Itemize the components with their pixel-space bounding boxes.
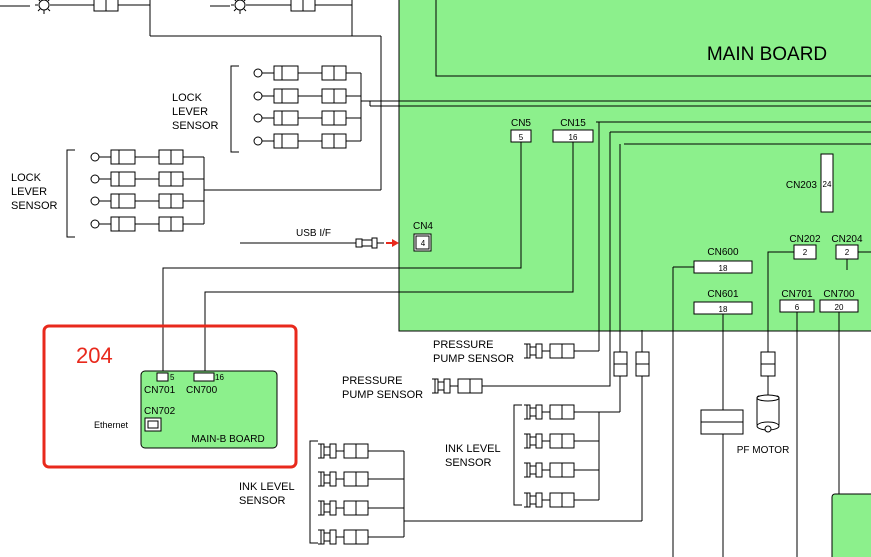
- relay-connectors: [613, 144, 650, 521]
- lock-lever-sensor-group-upper: LOCK LEVER SENSOR: [172, 65, 370, 153]
- cn15-pins: 16: [569, 133, 578, 142]
- main-b-cn701-label: CN701: [144, 385, 176, 396]
- main-b-callout-number: 204: [76, 343, 113, 368]
- pressure-label-lower: PRESSURE PUMP SENSOR: [342, 375, 423, 401]
- main-b-board-title: MAIN-B BOARD: [191, 434, 264, 445]
- cn600-pins: 18: [719, 264, 728, 273]
- pressure-label-upper: PRESSURE PUMP SENSOR: [433, 339, 514, 365]
- sensor-connector-row: [318, 500, 404, 516]
- cn203-pins: 24: [823, 180, 832, 189]
- cn15-label: CN15: [560, 118, 586, 129]
- main-b-cn700-pins: 16: [215, 373, 224, 382]
- cn203-label: CN203: [786, 180, 818, 191]
- ink-level-sensor-group-left: INK LEVEL SENSOR: [239, 440, 642, 545]
- lock-lever-sensor-row: [90, 149, 204, 165]
- top-sensors: [0, 0, 382, 190]
- sensor-connector-row: [524, 404, 599, 420]
- cn600-label: CN600: [707, 247, 739, 258]
- cn4-label: CN4: [413, 221, 433, 232]
- usb-arrow-head: [392, 239, 399, 247]
- sensor-connector-row: [318, 529, 404, 545]
- pressure-pump-sensor-upper: PRESSURE PUMP SENSOR: [433, 121, 600, 365]
- sensor-connector-row: [318, 471, 404, 487]
- lock-lever-sensor-row: [253, 65, 361, 81]
- partial-board-bottom-right: [831, 493, 871, 557]
- cn4-pins: 4: [421, 239, 426, 248]
- ink-level-label-right: INK LEVEL SENSOR: [445, 443, 503, 469]
- main-board-body: [398, 0, 871, 332]
- lock-lever-sensor-row: [90, 216, 204, 232]
- sensor-connector-row: [318, 443, 404, 459]
- lock-lever-sensor-label-upper: LOCK LEVER SENSOR: [172, 92, 219, 132]
- main-b-cn700-label: CN700: [186, 385, 218, 396]
- cn701-label: CN701: [781, 289, 813, 300]
- lock-lever-sensor-group-lower: LOCK LEVER SENSOR: [11, 149, 381, 238]
- main-board-internal-wires: [369, 100, 871, 145]
- cn202-connector: CN202 2: [789, 234, 821, 260]
- cn601-pins: 18: [719, 305, 728, 314]
- usb-label: USB I/F: [296, 228, 331, 239]
- right-side-wiring: PF MOTOR: [672, 251, 871, 557]
- ink-level-sensor-group-right: INK LEVEL SENSOR: [445, 404, 620, 508]
- main-b-callout-frame: [42, 324, 298, 469]
- ethernet-port-icon: [144, 417, 162, 432]
- cn5-connector: CN5 5: [510, 118, 532, 143]
- sensor-connector-row: [524, 462, 599, 478]
- cn5-pins: 5: [519, 133, 524, 142]
- cn4-connector: CN4 4: [413, 221, 433, 252]
- cn701-connector: CN701 6: [779, 289, 815, 313]
- cn204-label: CN204: [831, 234, 863, 245]
- cn700-connector: CN700 20: [819, 289, 859, 313]
- lock-lever-sensor-row: [90, 171, 204, 187]
- cn601-label: CN601: [707, 289, 739, 300]
- lock-lever-sensor-row: [90, 193, 204, 209]
- cn701-pins: 6: [795, 303, 800, 312]
- main-b-harness-wires: [162, 142, 574, 372]
- lock-lever-sensor-row: [253, 110, 361, 126]
- cn202-pins: 2: [803, 248, 808, 257]
- pressure-pump-sensor-lower: PRESSURE PUMP SENSOR: [342, 132, 611, 401]
- relay-block: [700, 409, 744, 435]
- main-b-board: 204 5 16 CN701 CN700 CN702 Ethernet MAIN…: [42, 324, 298, 469]
- cn700-label: CN700: [823, 289, 855, 300]
- ink-level-label-left: INK LEVEL SENSOR: [239, 481, 297, 507]
- sensor-connector-row: [524, 343, 586, 359]
- main-b-board-body: [140, 370, 278, 449]
- main-b-cn702-label: CN702: [144, 406, 176, 417]
- cn700-pins: 20: [835, 303, 844, 312]
- sensor-connector-row: [524, 492, 599, 508]
- usb-interface: USB I/F: [240, 228, 399, 249]
- sensor-connector-row: [524, 433, 599, 449]
- cn203-connector: CN203 24: [786, 153, 834, 213]
- pf-motor-label: PF MOTOR: [737, 445, 790, 456]
- cn202-label: CN202: [789, 234, 821, 245]
- main-board: MAIN BOARD: [398, 0, 871, 332]
- cn204-pins: 2: [845, 248, 850, 257]
- main-b-cn701-pins: 5: [170, 373, 175, 382]
- cn5-label: CN5: [511, 118, 531, 129]
- sensor-connector-row: [432, 378, 494, 394]
- ethernet-label: Ethernet: [94, 420, 129, 430]
- cn601-connector: CN601 18: [693, 289, 753, 315]
- cn204-connector: CN204 2: [831, 234, 863, 260]
- lock-lever-sensor-label-lower: LOCK LEVER SENSOR: [11, 172, 58, 212]
- lock-lever-sensor-row: [253, 133, 361, 149]
- main-board-title: MAIN BOARD: [707, 44, 827, 65]
- lock-lever-sensor-row: [253, 88, 361, 104]
- pf-motor-icon: [756, 394, 780, 433]
- main-board-inner-frame: [435, 0, 871, 77]
